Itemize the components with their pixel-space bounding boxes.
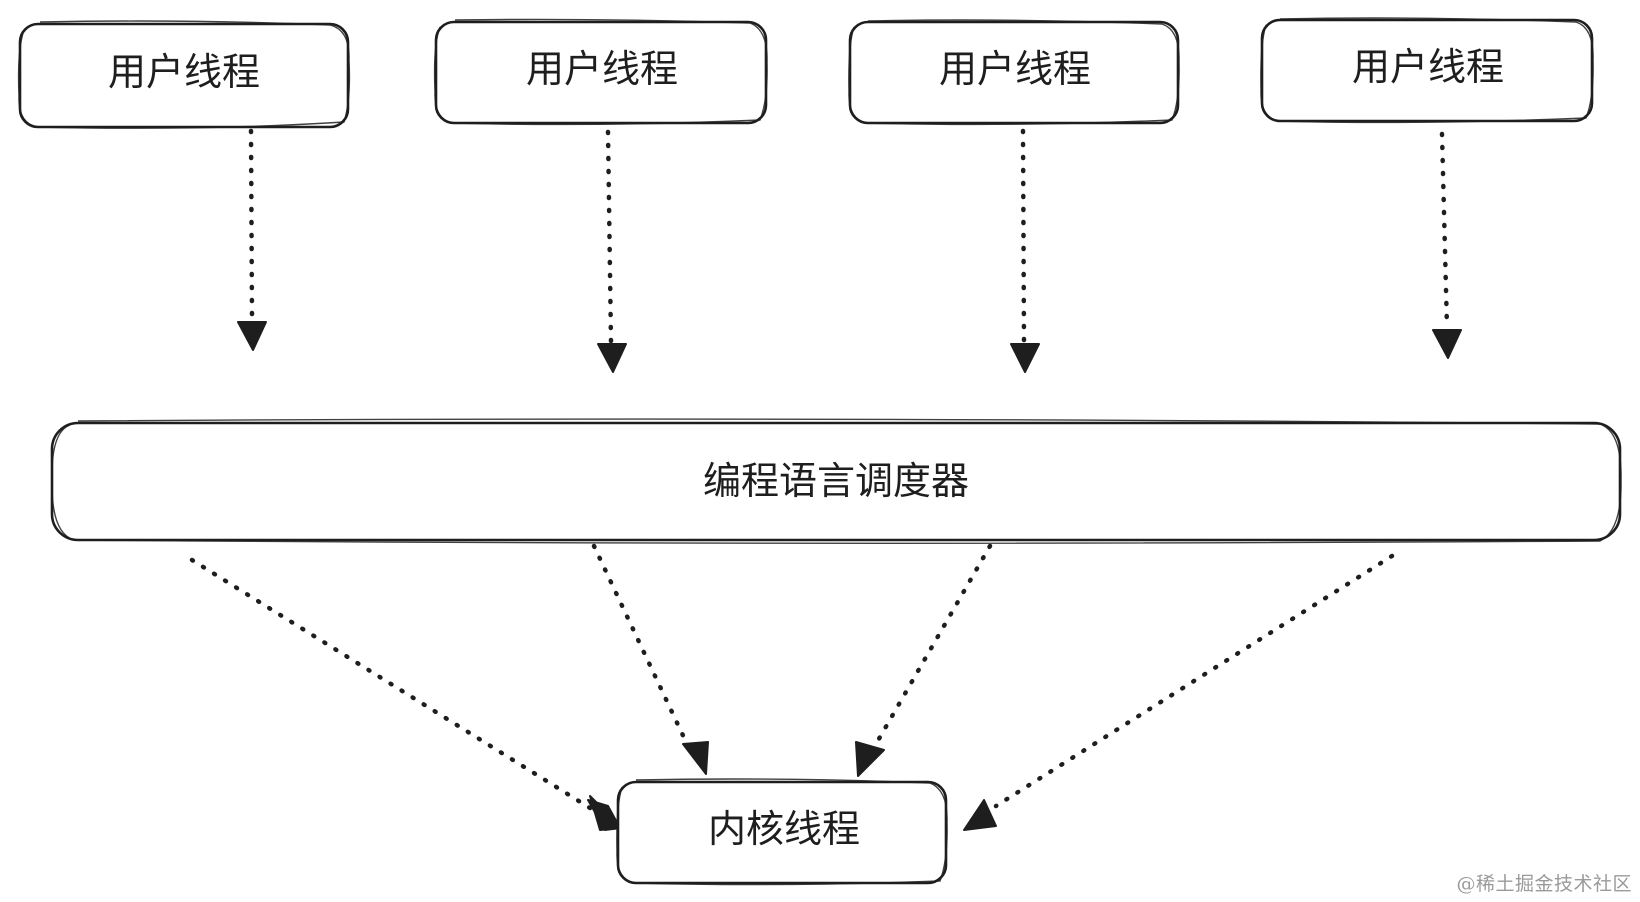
kernel-thread-label: 内核线程: [708, 807, 860, 851]
watermark-text: @稀土掘金技术社区: [1456, 873, 1632, 895]
user-thread-label-3: 用户线程: [939, 47, 1091, 91]
user-thread-label-4: 用户线程: [1352, 45, 1504, 89]
edge-user-2-to-scheduler: [597, 129, 627, 373]
user-thread-label-2: 用户线程: [526, 47, 678, 91]
edge-scheduler-to-kernel-2: [591, 543, 709, 775]
edge-user-3-to-scheduler: [1010, 128, 1040, 373]
edge-user-4-to-scheduler: [1432, 131, 1462, 359]
edge-scheduler-to-kernel-3: [855, 543, 993, 777]
edge-scheduler-to-kernel-4: [963, 553, 1395, 831]
scheduler-label: 编程语言调度器: [703, 459, 969, 503]
kernel-thread-node: 内核线程: [616, 778, 948, 886]
edge-scheduler-to-kernel-1: [189, 557, 623, 831]
edge-user-1-to-scheduler: [237, 128, 267, 351]
user-thread-node-2: 用户线程: [433, 18, 768, 126]
user-thread-label-1: 用户线程: [108, 50, 260, 94]
user-thread-node-3: 用户线程: [848, 19, 1180, 126]
user-thread-node-1: 用户线程: [17, 20, 351, 129]
user-thread-node-4: 用户线程: [1260, 17, 1594, 124]
scheduler-node: 编程语言调度器: [50, 418, 1622, 544]
